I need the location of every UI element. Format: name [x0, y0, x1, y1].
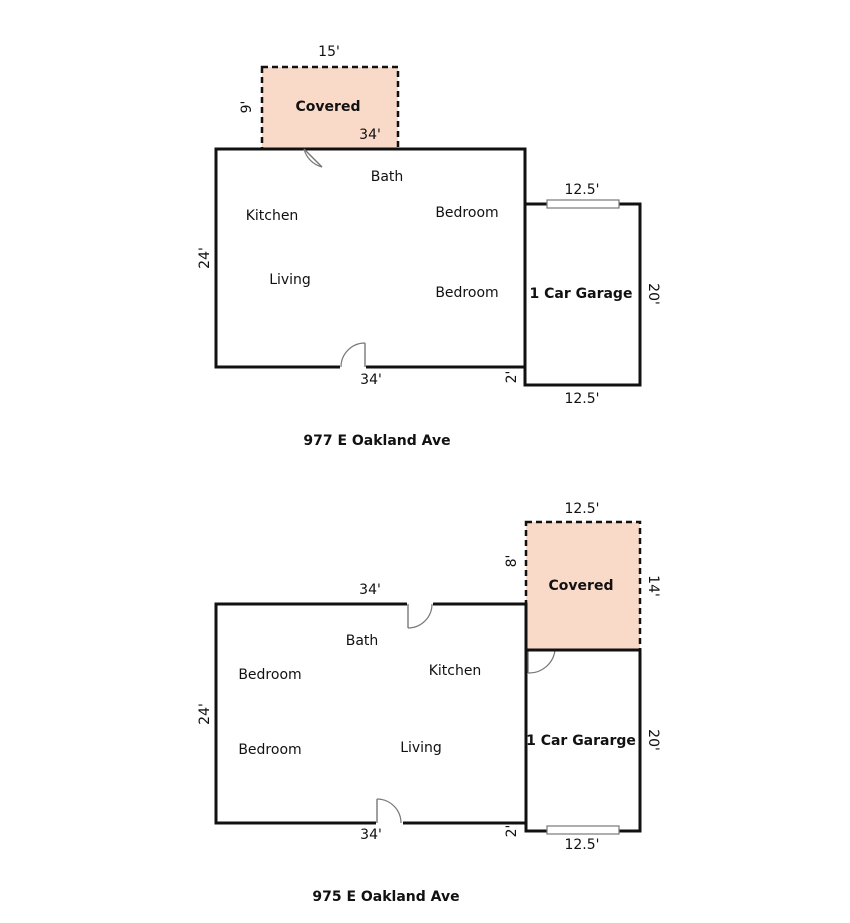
covered-area-top	[260, 65, 400, 151]
room-living-bottom: Living	[400, 740, 442, 756]
room-bedroom-bottom-a: Bedroom	[238, 667, 301, 683]
door-front-top	[340, 342, 366, 369]
main-top-dim: 34'	[359, 582, 381, 598]
covered-depth-dim: 9'	[239, 101, 255, 114]
main-left-dim-bottom: 24'	[197, 703, 213, 725]
door-top-bottom-plan	[407, 602, 433, 629]
covered-inner-dim: 34'	[359, 127, 381, 143]
room-bedroom-top-a: Bedroom	[435, 205, 498, 221]
main-left-dim: 24'	[197, 247, 213, 269]
garage-offset-dim: 2'	[504, 371, 520, 384]
garage-label-top: 1 Car Garage	[530, 286, 633, 302]
address-975: 975 E Oakland Ave	[312, 889, 459, 905]
garage-bottom-dim: 12.5'	[564, 391, 599, 407]
door-covered-bottom	[527, 649, 556, 674]
room-bedroom-bottom-b: Bedroom	[238, 742, 301, 758]
covered-label-bottom: Covered	[549, 578, 614, 594]
garage-right-dim: 20'	[645, 283, 661, 305]
covered-width-dim: 15'	[318, 44, 340, 60]
plan-975: 12.5' 8' 14' Covered 34' 24' 34' Bath Ki…	[197, 501, 661, 905]
covered-label-top: Covered	[296, 99, 361, 115]
garage-label-bottom: 1 Car Gararge	[526, 733, 636, 749]
room-living-top: Living	[269, 272, 311, 288]
garage-bottom-dim-bottom: 12.5'	[564, 837, 599, 853]
covered-area-bottom	[524, 520, 642, 652]
room-kitchen-bottom: Kitchen	[429, 663, 482, 679]
plan-977: 15' 9' Covered 34' 24' 34' Bath Kitchen …	[197, 44, 661, 449]
room-bedroom-top-b: Bedroom	[435, 285, 498, 301]
garage-right-dim-bottom: 20'	[645, 729, 661, 751]
covered-top-dim: 12.5'	[564, 501, 599, 517]
door-front-bottom-plan	[376, 798, 403, 825]
covered-left-dim: 8'	[504, 555, 520, 568]
garage-top-dim: 12.5'	[564, 182, 599, 198]
main-bottom-dim-bottom: 34'	[360, 827, 382, 843]
address-977: 977 E Oakland Ave	[303, 433, 450, 449]
garage-window-top	[546, 199, 620, 209]
room-bath-top: Bath	[371, 169, 404, 185]
door-covered-top	[303, 148, 323, 168]
main-bottom-dim: 34'	[360, 372, 382, 388]
room-bath-bottom: Bath	[346, 633, 379, 649]
covered-right-dim: 14'	[645, 575, 661, 597]
room-kitchen-top: Kitchen	[246, 208, 299, 224]
garage-window-bottom	[546, 825, 620, 835]
garage-offset-dim-bottom: 2'	[504, 825, 520, 838]
